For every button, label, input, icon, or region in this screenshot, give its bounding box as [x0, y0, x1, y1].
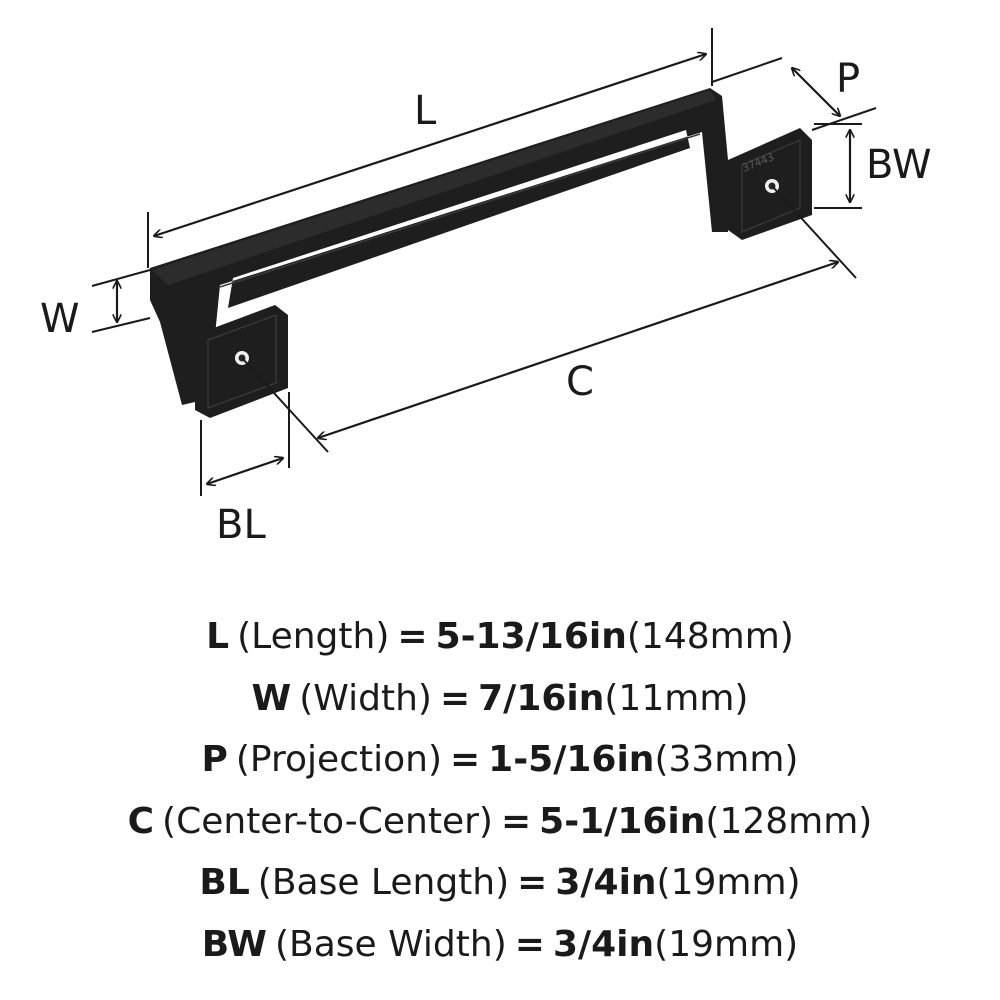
spec-row-base-length: BL(Base Length)=3/4in(19mm)	[0, 852, 1000, 914]
base-length-label: BL	[216, 502, 266, 548]
spec-row-projection: P(Projection)=1-5/16in(33mm)	[0, 729, 1000, 791]
cabinet-pull: 37443	[150, 88, 812, 418]
base-length-dimension-line	[207, 458, 283, 484]
spec-metric: (19mm)	[656, 862, 801, 903]
spec-code: W	[251, 677, 292, 719]
spec-name: (Length)	[237, 616, 390, 657]
center-to-center-label: C	[566, 359, 594, 405]
spec-name: (Center-to-Center)	[162, 800, 493, 842]
spec-metric: (33mm)	[654, 739, 799, 780]
right-centerline	[771, 185, 857, 279]
spec-name: (Base Width)	[274, 923, 507, 965]
spec-imperial: 1-5/16in	[488, 739, 655, 780]
spec-row-width: W(Width)=7/16in(11mm)	[0, 668, 1000, 730]
width-extension-top	[91, 269, 151, 287]
spec-equals: =	[500, 800, 532, 842]
spec-name: (Width)	[299, 677, 432, 719]
projection-extension-bottom	[811, 107, 877, 131]
width-extension-bottom	[91, 317, 151, 333]
spec-metric: (128mm)	[705, 800, 873, 842]
spec-metric: (11mm)	[604, 677, 749, 719]
left-centerline	[241, 357, 329, 453]
spec-imperial: 5-13/16in	[435, 616, 627, 657]
spec-row-base-width: BW(Base Width)=3/4in(19mm)	[0, 914, 1000, 976]
spec-code: C	[127, 800, 155, 842]
spec-equals: =	[514, 923, 545, 965]
width-label: W	[40, 296, 80, 342]
spec-name: (Base Length)	[257, 862, 510, 903]
projection-label: P	[836, 56, 860, 102]
dimension-spec-list: L(Length)=5-13/16in(148mm) W(Width)=7/16…	[0, 606, 1000, 975]
length-dimension-line	[154, 54, 706, 236]
spec-equals: =	[397, 616, 428, 657]
spec-code: BL	[199, 862, 250, 903]
spec-imperial: 3/4in	[552, 923, 655, 965]
spec-row-length: L(Length)=5-13/16in(148mm)	[0, 606, 1000, 668]
handle-dimension-diagram: 37443 L W P BW C BL	[40, 28, 932, 548]
spec-code: P	[201, 739, 228, 780]
spec-imperial: 7/16in	[478, 677, 605, 719]
spec-metric: (19mm)	[654, 923, 799, 965]
spec-code: BW	[201, 923, 267, 965]
spec-equals: =	[450, 739, 481, 780]
spec-equals: =	[439, 677, 471, 719]
spec-name: (Projection)	[235, 739, 442, 780]
spec-equals: =	[517, 862, 548, 903]
spec-code: L	[206, 616, 230, 657]
base-width-label: BW	[866, 142, 932, 188]
length-label: L	[414, 88, 437, 134]
center-to-center-dimension-line	[318, 262, 838, 438]
spec-imperial: 5-1/16in	[539, 800, 706, 842]
projection-dimension-line	[792, 68, 840, 116]
projection-extension-top	[711, 57, 783, 83]
spec-row-center-to-center: C(Center-to-Center)=5-1/16in(128mm)	[0, 791, 1000, 853]
spec-imperial: 3/4in	[555, 862, 657, 903]
spec-metric: (148mm)	[626, 616, 794, 657]
